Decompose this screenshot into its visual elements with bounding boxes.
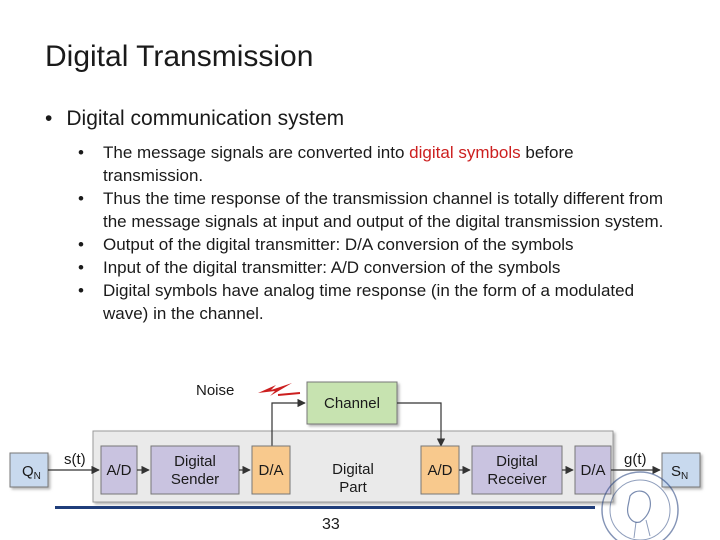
da-final-label: D/A	[580, 462, 605, 479]
ad-input-box	[100, 445, 138, 495]
level1-text: Digital communication system	[66, 107, 345, 130]
channel-label: Channel	[324, 395, 380, 412]
qn-label: QN	[22, 463, 41, 482]
ad-input-label: A/D	[106, 462, 131, 479]
noise-label: Noise	[196, 382, 234, 399]
digital-sender-label-2: Sender	[171, 471, 219, 488]
bullet-text: Input of the digital transmitter: A/D co…	[103, 258, 561, 277]
sn-box	[661, 452, 701, 488]
ad-receiver-box	[420, 445, 460, 495]
digital-sender-label-1: Digital	[174, 453, 216, 470]
bullet-item: Output of the digital transmitter: D/A c…	[78, 233, 678, 256]
digital-receiver-label-1: Digital	[496, 453, 538, 470]
digital-receiver-box	[471, 445, 563, 495]
output-signal-label: g(t)	[624, 451, 647, 468]
qn-box	[9, 452, 49, 488]
digital-receiver-label-2: Receiver	[487, 471, 546, 488]
bullet-dot: •	[45, 107, 53, 130]
page-number: 33	[322, 516, 340, 533]
channel-box	[306, 381, 398, 425]
noise-bolt-icon	[258, 383, 292, 396]
da-final-box	[574, 445, 612, 495]
slide-title: Digital Transmission	[45, 40, 314, 73]
bullet-text: before transmission.	[103, 143, 574, 185]
bullet-text: The message signals are converted into	[103, 143, 410, 162]
da-output-box	[251, 445, 291, 495]
bullet-list: The message signals are converted into d…	[78, 141, 678, 325]
channel-input-line	[271, 398, 306, 458]
digital-part-label-2: Part	[339, 479, 367, 496]
university-seal-icon	[601, 471, 679, 540]
noise-arrow	[277, 392, 301, 396]
bullet-item: Input of the digital transmitter: A/D co…	[78, 256, 678, 279]
highlight-text: digital symbols	[409, 143, 521, 162]
bullet-text: Output of the digital transmitter: D/A c…	[103, 235, 574, 254]
bullet-text: Thus the time response of the transmissi…	[103, 189, 664, 231]
da-output-label: D/A	[258, 462, 283, 479]
bullet-item: Digital symbols have analog time respons…	[78, 279, 678, 325]
sn-label: SN	[671, 463, 688, 482]
input-signal-label: s(t)	[64, 451, 86, 468]
bullet-text: Digital symbols have analog time respons…	[103, 281, 635, 323]
footer-rule	[55, 506, 595, 509]
channel-output-line	[397, 402, 446, 447]
digital-part-label-1: Digital	[332, 461, 374, 478]
ad-receiver-label: A/D	[427, 462, 452, 479]
bullet-item: The message signals are converted into d…	[78, 141, 678, 187]
bullet-item: Thus the time response of the transmissi…	[78, 187, 678, 233]
level1-bullet: • Digital communication system	[45, 107, 344, 131]
